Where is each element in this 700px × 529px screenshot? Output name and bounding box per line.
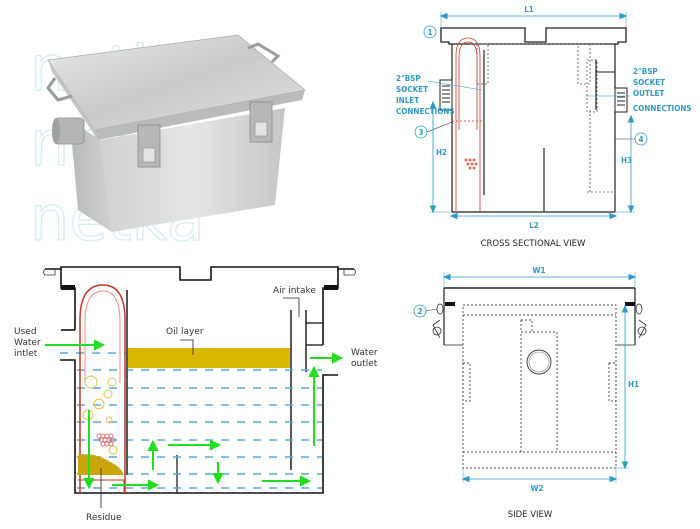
callout-1-label: 1 [427,28,432,37]
flow-diagram: Used Water intlet Oil layer Air intake W… [0,255,380,529]
svg-text:CONNECTIONS: CONNECTIONS [633,104,692,113]
oil-layer [128,348,290,368]
dim-W1-label: W1 [533,266,546,275]
inlet-label: Used Water intlet [14,327,41,359]
flow-arrows [45,339,344,491]
dimension-W2 [461,468,618,483]
dimension-H2 [429,100,452,214]
outlet-label: Water outlet [351,348,378,369]
dim-L1-label: L1 [524,5,534,14]
svg-text:CONNECTIONS: CONNECTIONS [396,107,455,116]
dim-H2-label: H2 [436,148,447,157]
latches [432,303,647,339]
svg-text:INLET: INLET [396,96,419,105]
tank-hidden-lines [462,304,617,469]
dim-H3-label: H3 [621,156,632,165]
cross-section-caption: CROSS SECTIONAL VIEW [481,239,586,249]
callout-3-label: 3 [418,128,423,137]
lid [443,287,636,346]
svg-text:Water: Water [351,348,378,358]
inlet-baffle [455,37,485,212]
side-view: W1 2 [380,255,700,529]
svg-text:intlet: intlet [14,349,38,359]
dim-W2-label: W2 [531,484,544,493]
dim-L2-label: L2 [529,221,539,230]
outlet-socket [614,87,628,113]
outlet-opening [526,349,552,375]
inlet-socket [439,79,453,111]
inlet-connections-label: 2"BSP SOCKET INLET CONNECTIONS [396,74,455,116]
lid [440,27,627,45]
dimension-W1 [442,272,637,290]
dimension-H1 [616,304,629,470]
cross-sectional-view: L1 1 [380,0,700,255]
oil-layer-label: Oil layer [166,327,204,337]
water-level-lines [60,352,322,489]
dimension-H3 [615,114,635,214]
inlet-baffle [78,284,128,493]
air-intake-label: Air intake [273,286,316,296]
svg-text:2"BSP: 2"BSP [633,67,658,76]
side-view-caption: SIDE VIEW [508,510,553,520]
svg-text:SOCKET: SOCKET [396,85,428,94]
residue-particles [464,158,478,170]
dim-H1-label: H1 [628,380,639,389]
product-photo: netka netka netka [0,0,330,250]
svg-text:Used: Used [14,327,37,337]
hidden-lines [452,43,615,193]
callout-4-label: 4 [638,135,643,144]
grease-trap-photo [46,34,306,232]
svg-text:OUTLET: OUTLET [633,89,664,98]
svg-text:outlet: outlet [351,359,378,369]
svg-text:Water: Water [14,338,41,348]
callout-2-label: 2 [417,307,422,316]
tank-outline [45,266,354,494]
tank-body [451,44,616,213]
callout-1 [423,25,437,39]
svg-text:SOCKET: SOCKET [633,78,665,87]
residue-label: Residue [86,513,122,523]
outlet-connections-label: 2"BSP SOCKET OUTLET CONNECTIONS [633,67,692,113]
svg-text:2"BSP: 2"BSP [396,74,421,83]
dimension-L1 [439,12,628,28]
dimension-L2 [449,212,618,220]
residue-particles [96,433,116,447]
